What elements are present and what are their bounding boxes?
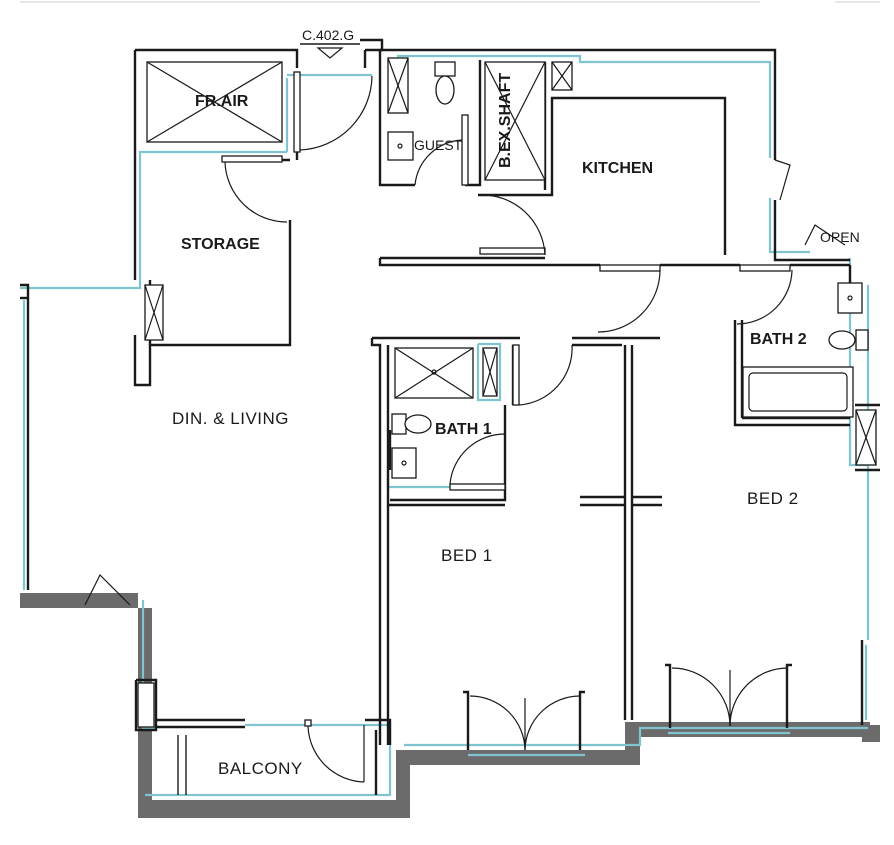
room-label-shaft: B.EX.SHAFT	[497, 73, 514, 168]
room-labels: FR.AIR GUEST B.EX.SHAFT KITCHEN STORAGE …	[172, 73, 860, 778]
room-label-bath-2: BATH 2	[750, 331, 807, 348]
bath1-toilet	[391, 413, 407, 435]
guest-basin	[387, 131, 414, 161]
exterior-wall	[20, 593, 880, 818]
doors	[84, 71, 846, 783]
room-label-kitchen: KITCHEN	[582, 160, 653, 177]
room-label-open: OPEN	[820, 229, 860, 245]
bath2-bathtub	[742, 366, 854, 418]
section-marker: C.402.G	[300, 27, 360, 59]
room-label-bed-2: BED 2	[747, 489, 799, 508]
section-marker-label: C.402.G	[302, 27, 354, 43]
room-label-guest: GUEST	[414, 137, 463, 153]
room-label-balcony: BALCONY	[218, 759, 303, 778]
guest-toilet	[434, 61, 456, 77]
room-label-storage: STORAGE	[181, 236, 260, 253]
room-label-fr-air: FR.AIR	[195, 93, 249, 110]
bath2-basin	[837, 282, 863, 314]
room-label-dining-living: DIN. & LIVING	[172, 409, 289, 428]
room-label-bed-1: BED 1	[441, 546, 493, 565]
room-label-bath-1: BATH 1	[435, 421, 492, 438]
bath2-toilet	[855, 329, 869, 351]
fixtures	[137, 57, 877, 728]
bath1-basin	[391, 447, 417, 479]
